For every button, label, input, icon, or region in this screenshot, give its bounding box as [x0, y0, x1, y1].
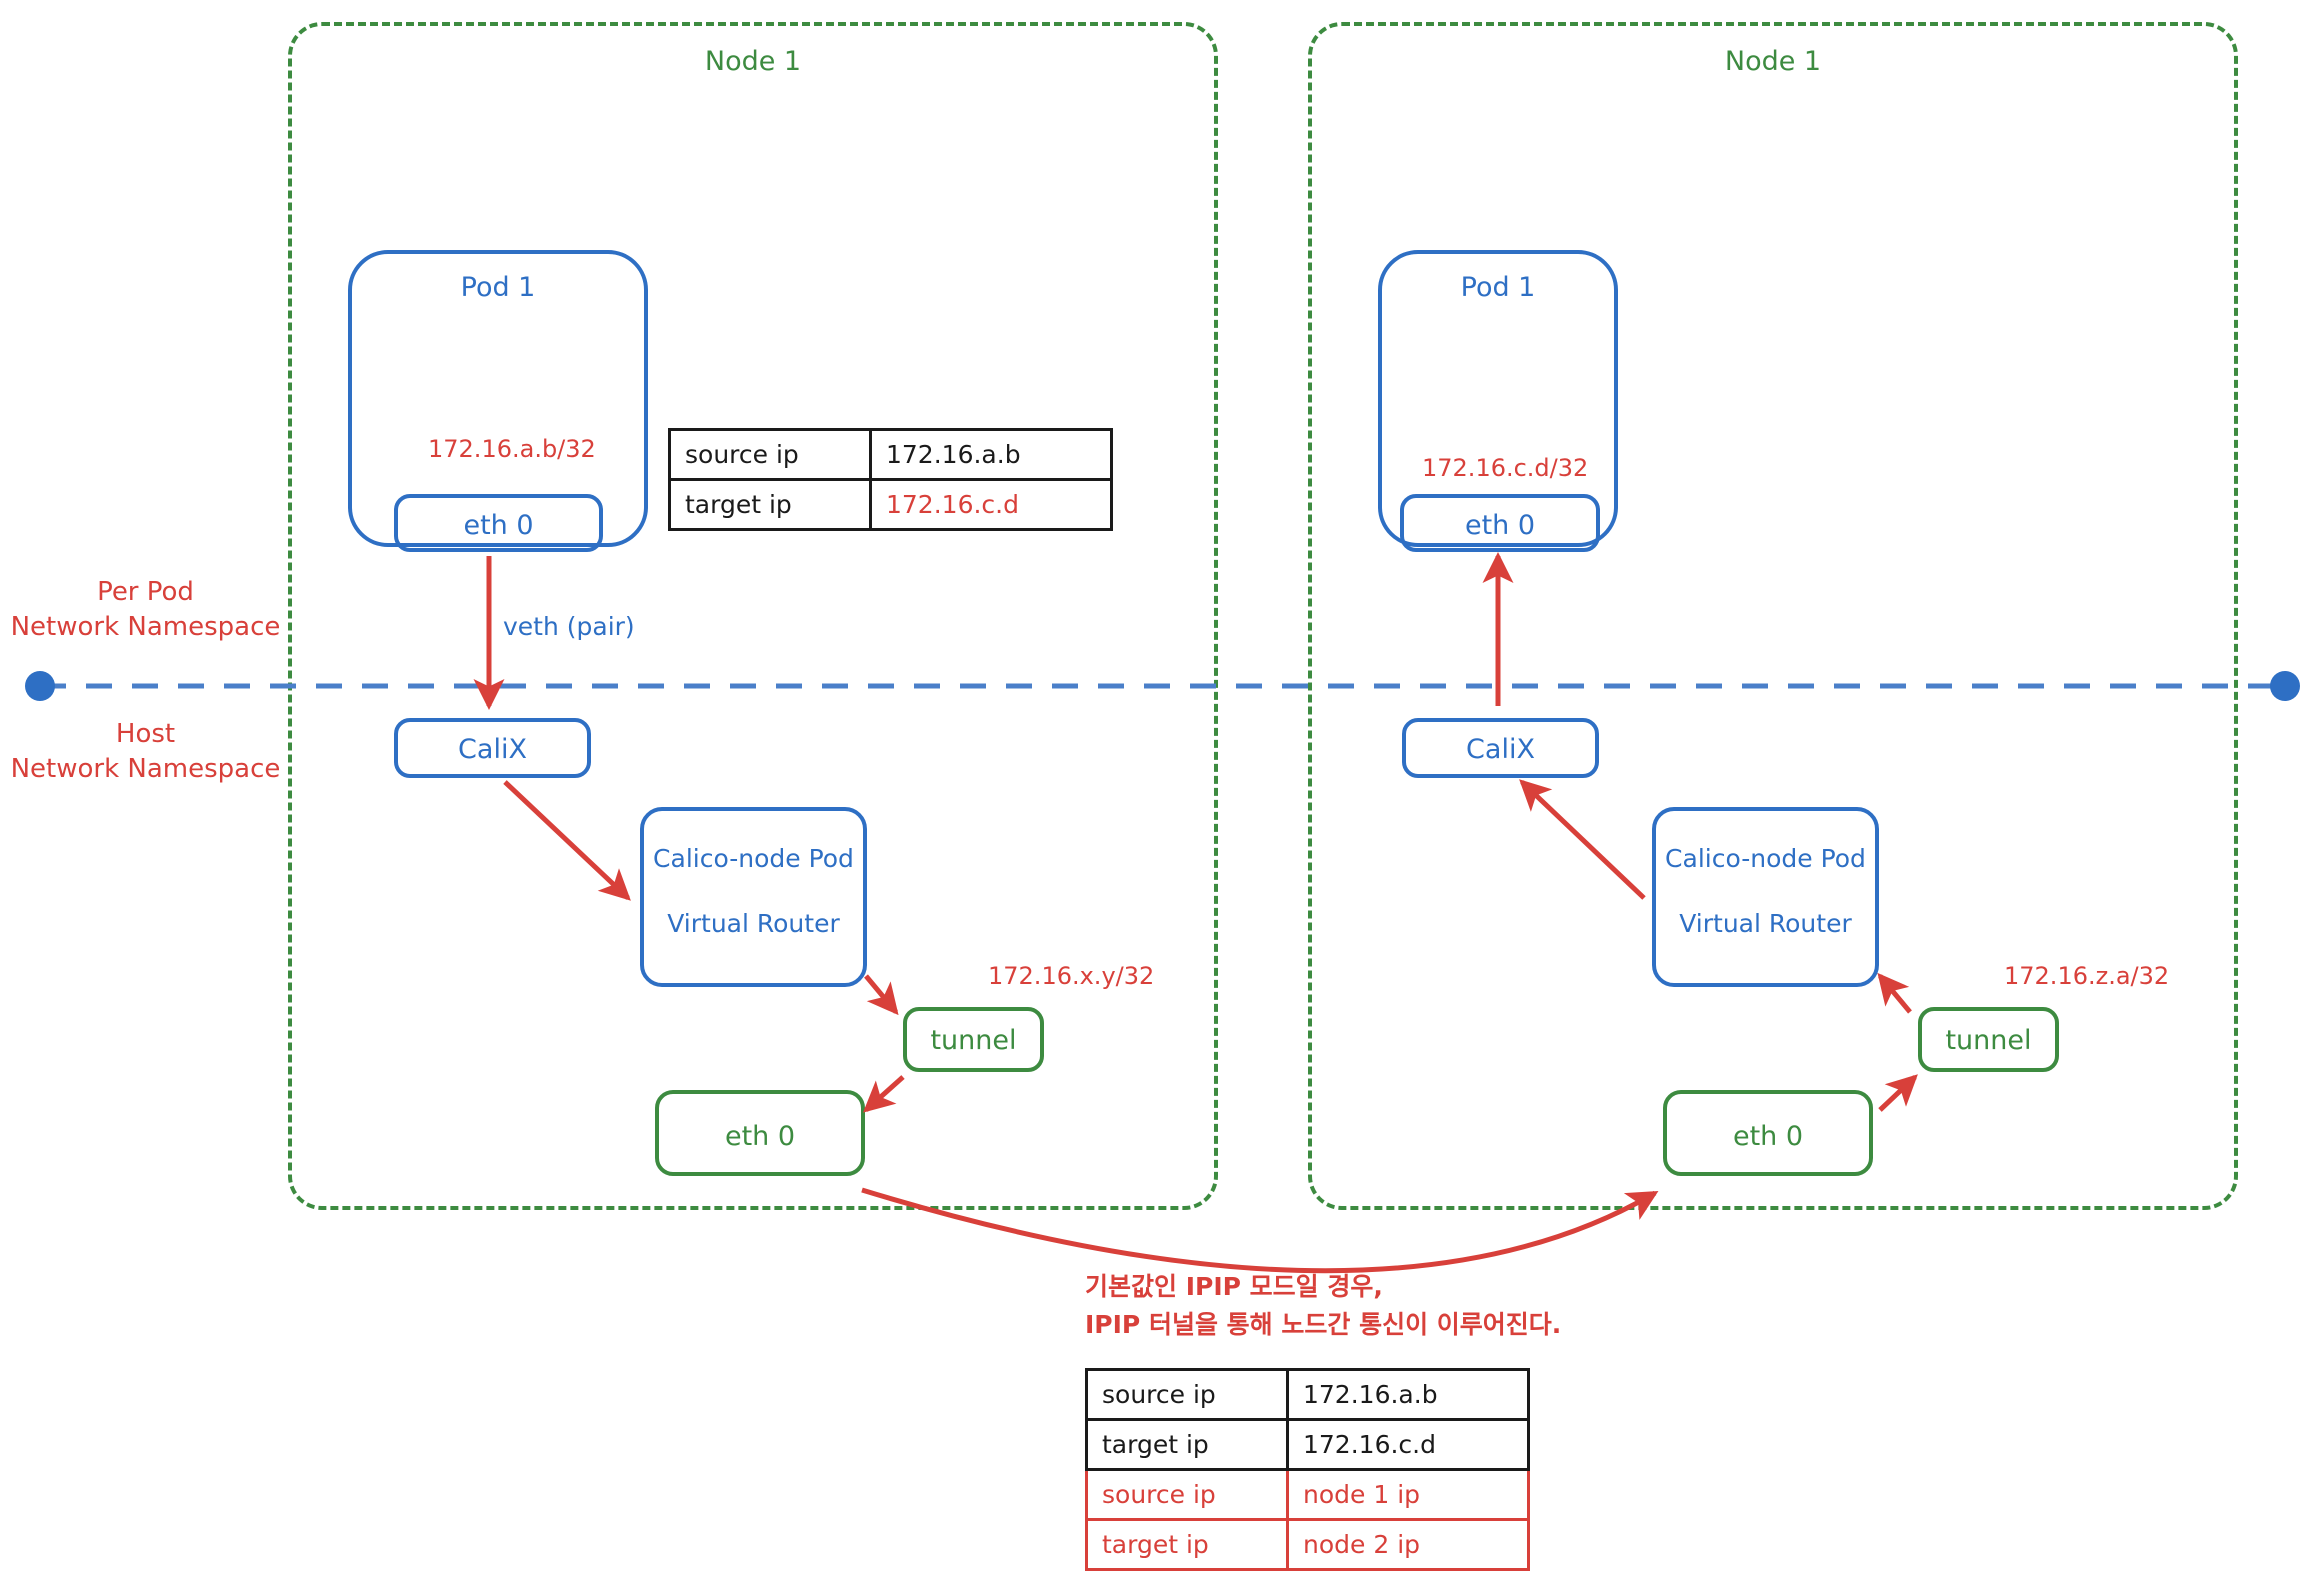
pod-eth0-label-left: eth 0: [463, 510, 534, 541]
tunnel-label-left: tunnel: [930, 1025, 1017, 1056]
host-eth0-label-left: eth 0: [724, 1121, 796, 1152]
divider-dot-left: [25, 671, 55, 701]
packet-table-bottom-body: source ip 172.16.a.b target ip 172.16.c.…: [1085, 1368, 1530, 1571]
tunnel-box-right: tunnel: [1918, 1007, 2059, 1072]
host-namespace-label: Host Network Namespace: [10, 719, 281, 785]
source-ip-value-top: 172.16.a.b: [869, 428, 1113, 481]
packet-table-bottom: source ip 172.16.a.b target ip 172.16.c.…: [1085, 1368, 1530, 1571]
per-pod-namespace-label: Per Pod Network Namespace: [10, 577, 281, 643]
pod-ip-label-right: 172.16.c.d/32: [1422, 454, 1589, 482]
outer-source-ip-label: source ip: [1085, 1468, 1289, 1521]
inner-target-ip-value: 172.16.c.d: [1286, 1418, 1530, 1471]
host-eth0-box-right: eth 0: [1663, 1090, 1873, 1176]
virtual-router-label-right: Virtual Router: [1679, 909, 1852, 938]
node-title-left: Node 1: [704, 46, 802, 77]
calico-router-box-right: Calico-node Pod Virtual Router: [1652, 807, 1879, 987]
target-ip-label-top: target ip: [668, 478, 872, 531]
packet-table-top-body: source ip 172.16.a.b target ip 172.16.c.…: [668, 428, 1113, 531]
node-container-left: [288, 22, 1218, 1210]
node-title-right: Node 1: [1724, 46, 1822, 77]
packet-table-top: source ip 172.16.a.b target ip 172.16.c.…: [668, 428, 1113, 531]
divider-dot-right: [2270, 671, 2300, 701]
pod-box-right: Pod 1: [1378, 250, 1618, 547]
node-container-right: [1308, 22, 2238, 1210]
target-ip-value-top: 172.16.c.d: [869, 478, 1113, 531]
source-ip-label-top: source ip: [668, 428, 872, 481]
virtual-router-label-left: Virtual Router: [667, 909, 840, 938]
pod-eth0-label-right: eth 0: [1464, 510, 1536, 541]
host-eth0-box-left: eth 0: [655, 1090, 865, 1176]
table-row: target ip node 2 ip: [1085, 1518, 1530, 1571]
table-row: source ip 172.16.a.b: [668, 428, 1113, 481]
table-row: target ip 172.16.c.d: [1085, 1418, 1530, 1471]
tunnel-ip-label-left: 172.16.x.y/32: [988, 962, 1155, 990]
pod-eth0-box-right: eth 0: [1400, 494, 1600, 552]
inner-source-ip-value: 172.16.a.b: [1286, 1368, 1530, 1421]
calico-router-box-left: Calico-node Pod Virtual Router: [640, 807, 867, 987]
table-row: source ip node 1 ip: [1085, 1468, 1530, 1521]
calix-box-left: CaliX: [394, 718, 591, 778]
inner-source-ip-label: source ip: [1085, 1368, 1289, 1421]
outer-source-ip-value: node 1 ip: [1286, 1468, 1530, 1521]
tunnel-box-left: tunnel: [903, 1007, 1044, 1072]
host-eth0-label-right: eth 0: [1732, 1121, 1804, 1152]
ipip-annotation-line1: 기본값인 IPIP 모드일 경우,: [1085, 1272, 1383, 1301]
table-row: target ip 172.16.c.d: [668, 478, 1113, 531]
ipip-annotation-line2: IPIP 터널을 통해 노드간 통신이 이루어진다.: [1085, 1310, 1562, 1339]
calix-box-right: CaliX: [1402, 718, 1599, 778]
pod-title-left: Pod 1: [460, 272, 536, 303]
tunnel-label-right: tunnel: [1945, 1025, 2032, 1056]
table-row: source ip 172.16.a.b: [1085, 1368, 1530, 1421]
veth-pair-label: veth (pair): [503, 612, 635, 641]
calix-label-left: CaliX: [458, 734, 527, 765]
inner-target-ip-label: target ip: [1085, 1418, 1289, 1471]
calix-label-right: CaliX: [1466, 734, 1535, 765]
pod-ip-label-left: 172.16.a.b/32: [428, 435, 596, 463]
pod-title-right: Pod 1: [1460, 272, 1536, 303]
pod-eth0-box-left: eth 0: [394, 494, 603, 552]
calico-node-pod-label-left: Calico-node Pod: [653, 844, 854, 873]
outer-target-ip-value: node 2 ip: [1286, 1518, 1530, 1571]
tunnel-ip-label-right: 172.16.z.a/32: [2004, 962, 2170, 990]
outer-target-ip-label: target ip: [1085, 1518, 1289, 1571]
pod-box-left: Pod 1: [348, 250, 648, 547]
calico-node-pod-label-right: Calico-node Pod: [1665, 844, 1866, 873]
